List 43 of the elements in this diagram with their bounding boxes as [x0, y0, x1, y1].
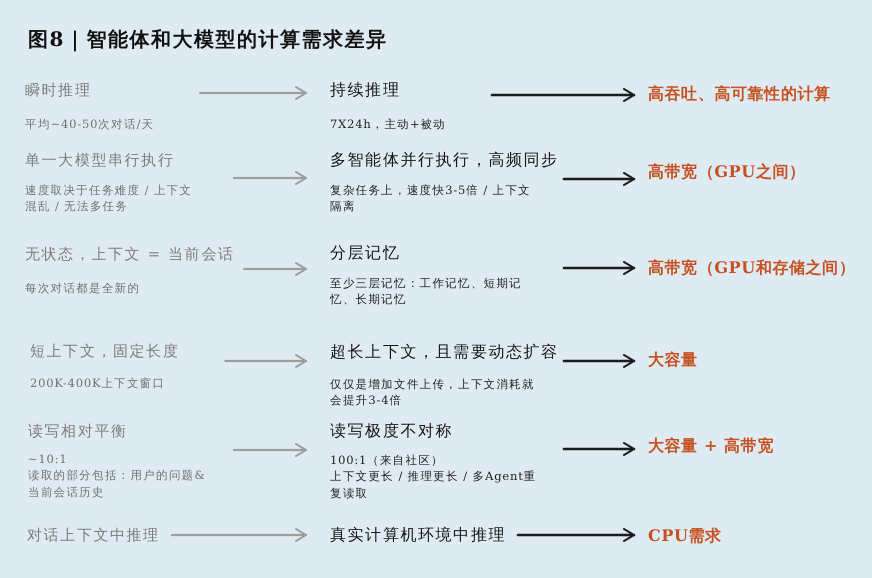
need-heading: 超长上下文，且需要动态扩容: [330, 342, 559, 362]
state-heading: 对话上下文中推理: [27, 525, 160, 545]
requirement-text: 大容量 + 高带宽: [648, 435, 774, 457]
description-text: 上下文更长 / 推理更长 / 多Agent重复读取: [330, 468, 538, 501]
requirement-text: 高带宽（GPU之间）: [648, 161, 806, 183]
description-text: 读取的部分包括：用户的问题&当前会话历史: [28, 467, 206, 500]
arrow: [562, 354, 636, 368]
arrow: [562, 172, 636, 186]
need-heading: 持续推理: [330, 80, 400, 100]
requirement-text: 高带宽（GPU和存储之间）: [648, 257, 856, 279]
need-heading: 真实计算机环境中推理: [330, 525, 506, 545]
description-text: ~10:1: [28, 450, 68, 467]
description-text: 速度取决于任务难度 / 上下文混乱 / 无法多任务: [25, 182, 194, 214]
title: 图8｜智能体和大模型的计算需求差异: [28, 26, 388, 52]
need-heading: 多智能体并行执行，高频同步: [330, 150, 559, 170]
need-heading: 分层记忆: [330, 243, 400, 263]
description-text: 仅仅是增加文件上传，上下文消耗就会提升3-4倍: [330, 376, 536, 408]
description-text: 平均~40-50次对话/天: [25, 116, 154, 132]
requirement-text: 大容量: [648, 349, 698, 371]
state-heading: 短上下文，固定长度: [30, 341, 180, 361]
description-text: 复杂任务上，速度快3-5倍 / 上下文隔离: [330, 182, 532, 214]
arrow: [242, 262, 308, 276]
arrow: [562, 442, 636, 456]
description-text: 7X24h，主动+被动: [330, 116, 446, 132]
requirement-text: 高吞吐、高可靠性的计算: [648, 83, 831, 105]
state-heading: 单一大模型串行执行: [25, 150, 174, 170]
state-heading: 无状态，上下文 = 当前会话: [25, 244, 235, 264]
requirement-text: CPU需求: [648, 525, 722, 547]
description-text: 200K-400K上下文窗口: [30, 374, 166, 391]
arrow: [516, 528, 636, 542]
state-heading: 读写相对平衡: [28, 421, 128, 441]
need-heading: 读写极度不对称: [330, 421, 454, 441]
arrow: [562, 261, 636, 275]
arrow: [170, 528, 308, 542]
arrow: [224, 354, 308, 368]
description-text: 至少三层记忆：工作记忆、短期记忆、长期记忆: [330, 274, 523, 308]
arrow: [232, 171, 308, 185]
description-text: 每次对话都是全新的: [25, 280, 140, 296]
arrow: [490, 88, 636, 102]
description-text: 100:1（来自社区）: [330, 452, 444, 468]
arrow: [232, 443, 308, 457]
arrow: [198, 86, 308, 100]
state-heading: 瞬时推理: [25, 80, 92, 100]
